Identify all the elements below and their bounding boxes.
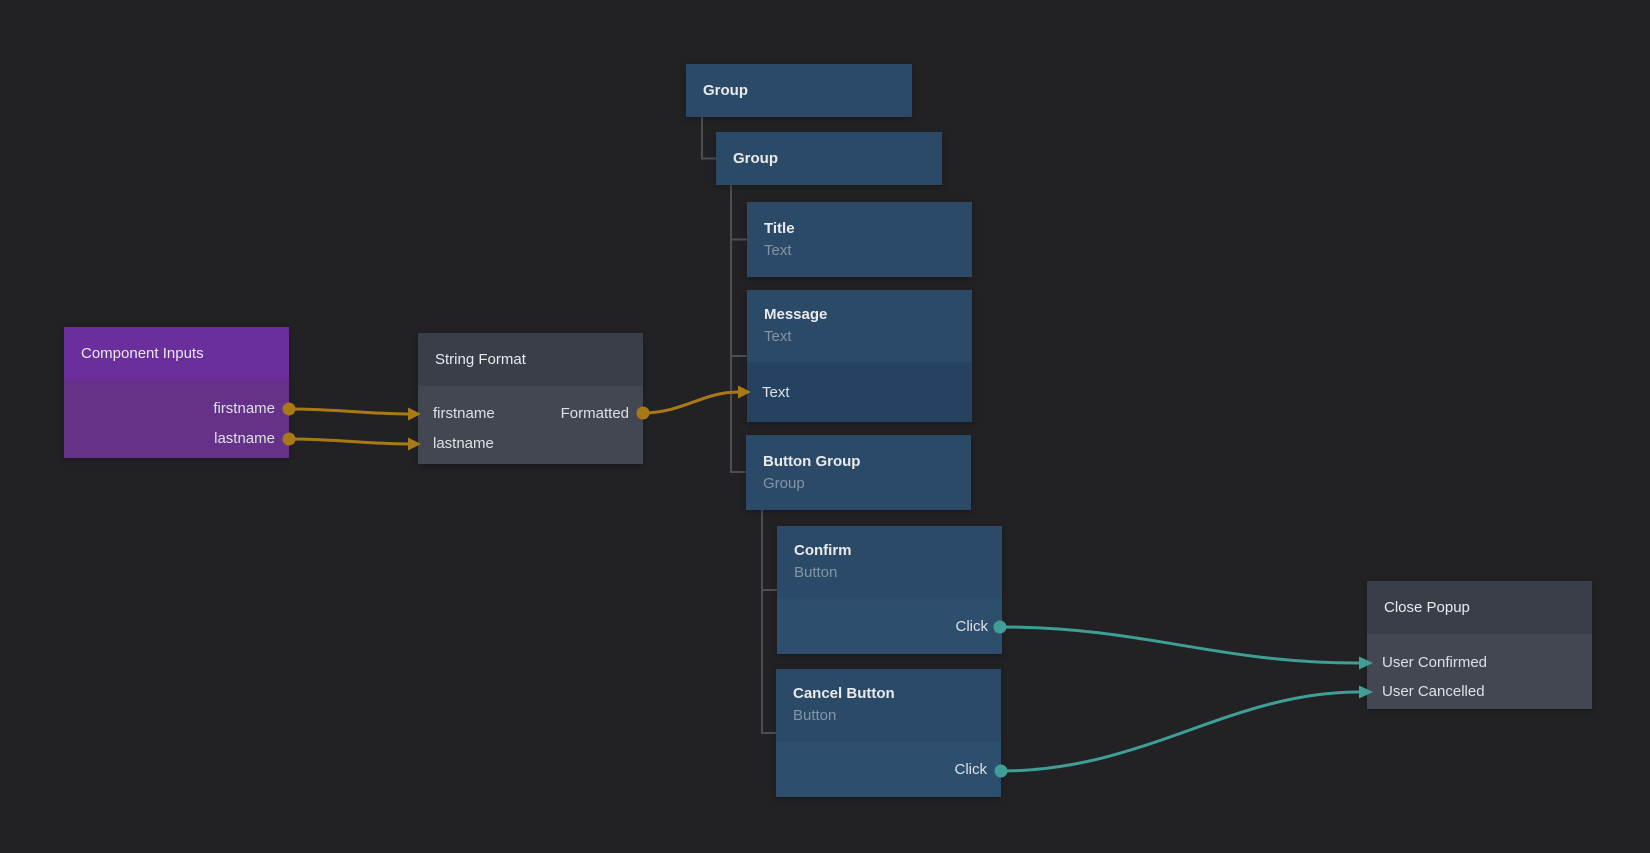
port-input-lastname[interactable]: lastname [418, 428, 643, 458]
node-button-group[interactable]: Button Group Group [746, 435, 971, 510]
port-output-lastname[interactable]: lastname [64, 423, 289, 453]
node-group-inner[interactable]: Group [716, 132, 942, 185]
node-header[interactable]: Group [686, 64, 912, 117]
tree-line-group-to-group [701, 117, 716, 160]
node-header[interactable]: Group [716, 132, 942, 185]
port-label: lastname [433, 434, 494, 452]
wire-formatted-to-text[interactable] [642, 390, 739, 415]
node-subtitle: Button [794, 564, 838, 581]
node-title: String Format [435, 350, 526, 368]
node-header[interactable]: Button Group Group [746, 435, 971, 510]
port-output-formatted[interactable]: Formatted [560, 404, 629, 422]
node-body: firstname lastname [64, 380, 289, 458]
node-title: Message [764, 306, 828, 323]
port-label: User Cancelled [1382, 683, 1485, 700]
node-title: Group [733, 149, 778, 167]
wire-firstname[interactable] [288, 407, 409, 416]
node-body: Text [747, 362, 972, 422]
port-output-click[interactable]: Click [776, 754, 1001, 784]
tree-line-group-to-buttongroup [730, 185, 746, 473]
tree-line-buttongroup-to-cancel [761, 510, 776, 734]
node-header[interactable]: Cancel Button Button [776, 669, 1001, 741]
port-input-firstname[interactable]: firstname [433, 404, 495, 422]
node-confirm[interactable]: Confirm Button Click [777, 526, 1002, 654]
wire-lastname[interactable] [288, 437, 409, 446]
port-input-text[interactable]: Text [747, 377, 972, 407]
wire-cancel-click[interactable] [1000, 690, 1360, 773]
node-header[interactable]: Message Text [747, 290, 972, 362]
node-title: Button Group [763, 452, 861, 470]
node-message[interactable]: Message Text Text [747, 290, 972, 422]
node-header[interactable]: Close Popup [1367, 581, 1592, 634]
node-header[interactable]: Title Text [747, 202, 972, 277]
node-title: Close Popup [1384, 598, 1470, 616]
node-subtitle: Group [763, 474, 805, 492]
port-output-firstname[interactable]: firstname [64, 393, 289, 423]
port-label: Click [954, 760, 988, 778]
port-output-click[interactable]: Click [777, 611, 1002, 641]
node-title: Group [703, 81, 748, 99]
event-wire-endpoints [993, 620, 1373, 778]
node-cancel-button[interactable]: Cancel Button Button Click [776, 669, 1001, 797]
node-title: Cancel Button [793, 685, 895, 702]
node-title: Title [764, 219, 795, 237]
node-body: Click [776, 741, 1001, 797]
port-input-user-cancelled[interactable]: User Cancelled [1367, 677, 1592, 706]
node-title-text[interactable]: Title Text [747, 202, 972, 277]
port-label: Click [955, 617, 989, 635]
node-header[interactable]: Confirm Button [777, 526, 1002, 598]
node-body: firstname Formatted lastname [418, 386, 643, 464]
event-wires [999, 625, 1360, 773]
port-label: lastname [214, 429, 275, 447]
node-body: User Confirmed User Cancelled [1367, 634, 1592, 709]
node-component-inputs[interactable]: Component Inputs firstname lastname [64, 327, 289, 458]
port-row[interactable]: firstname Formatted [418, 398, 643, 428]
port-label: User Confirmed [1382, 654, 1488, 671]
port-label: Text [762, 383, 790, 401]
node-header[interactable]: Component Inputs [64, 327, 289, 380]
node-close-popup[interactable]: Close Popup User Confirmed User Cancelle… [1367, 581, 1592, 709]
node-body: Click [777, 598, 1002, 654]
node-subtitle: Text [764, 328, 792, 345]
node-group-outer[interactable]: Group [686, 64, 912, 117]
node-subtitle: Text [764, 241, 792, 259]
node-header[interactable]: String Format [418, 333, 643, 386]
node-title: Confirm [794, 542, 852, 559]
wire-confirm-click[interactable] [999, 625, 1360, 665]
node-string-format[interactable]: String Format firstname Formatted lastna… [418, 333, 643, 464]
port-input-user-confirmed[interactable]: User Confirmed [1367, 648, 1592, 677]
node-subtitle: Button [793, 707, 837, 724]
port-label: firstname [213, 399, 275, 417]
node-title: Component Inputs [81, 344, 204, 362]
